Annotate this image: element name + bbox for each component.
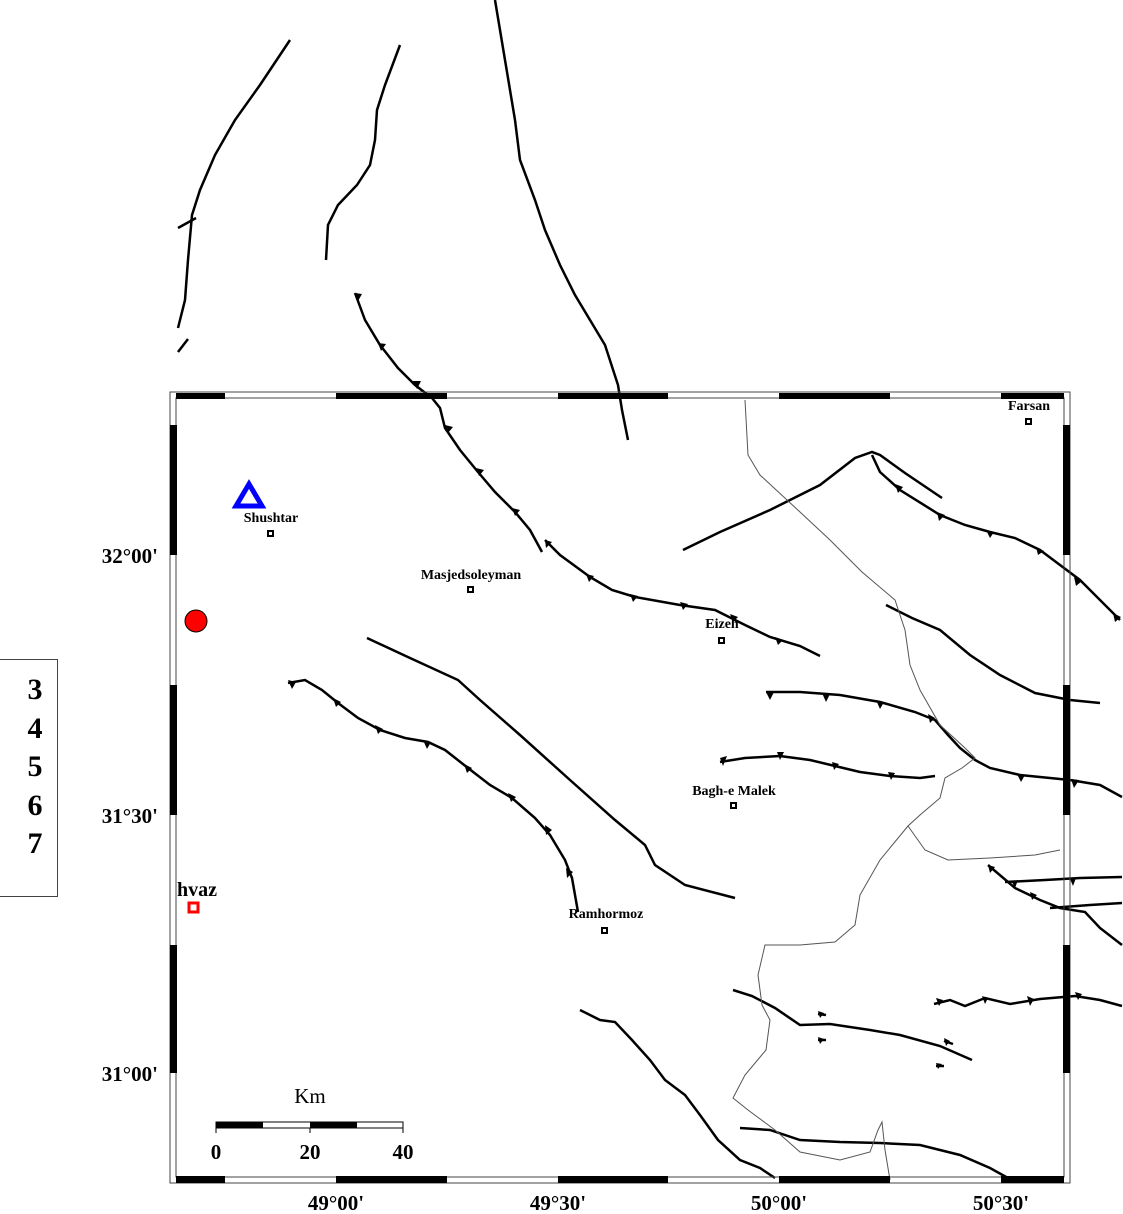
scale-unit: Km bbox=[294, 1084, 326, 1108]
scale-tick: 20 bbox=[300, 1140, 321, 1164]
coastline bbox=[744, 399, 1061, 861]
legend-value: 6 bbox=[27, 788, 43, 822]
city-label: Eizeh bbox=[705, 617, 739, 632]
legend-value: 3 bbox=[27, 673, 43, 706]
city-label: Farsan bbox=[1008, 399, 1050, 414]
city-label-ahvaz: hvaz bbox=[177, 879, 217, 901]
city-markers bbox=[267, 418, 1032, 934]
lat-label: 32°00' bbox=[102, 544, 158, 568]
lon-label: 49°30' bbox=[530, 1191, 586, 1214]
lat-label: 31°00' bbox=[102, 1062, 158, 1086]
city-label: Masjedsoleyman bbox=[421, 568, 522, 583]
frame-ticks bbox=[170, 393, 1070, 1183]
epicenter-icon[interactable] bbox=[184, 609, 208, 633]
scale-tick: 0 bbox=[211, 1140, 222, 1164]
lon-label: 50°30' bbox=[973, 1191, 1029, 1214]
station-triangle-icon[interactable] bbox=[231, 479, 267, 509]
capital-city-icon bbox=[187, 901, 200, 914]
magnitude-legend: 3 4 5 6 7 bbox=[0, 659, 58, 897]
legend-value: 5 bbox=[27, 750, 43, 783]
city-label: Shushtar bbox=[244, 511, 298, 526]
river bbox=[732, 825, 909, 1181]
city-label: Ramhormoz bbox=[569, 907, 644, 922]
scale-bar: Km 0 20 40 bbox=[211, 1084, 414, 1164]
lat-label: 31°30' bbox=[102, 804, 158, 828]
legend-value: 7 bbox=[27, 827, 43, 860]
lon-label: 49°00' bbox=[308, 1191, 364, 1214]
lon-label: 50°00' bbox=[751, 1191, 807, 1214]
thrust-teeth bbox=[288, 293, 1121, 1069]
scale-tick: 40 bbox=[393, 1140, 414, 1164]
city-label: Bagh-e Malek bbox=[692, 784, 776, 799]
legend-value: 4 bbox=[27, 711, 43, 745]
faults bbox=[176, 0, 1123, 1180]
